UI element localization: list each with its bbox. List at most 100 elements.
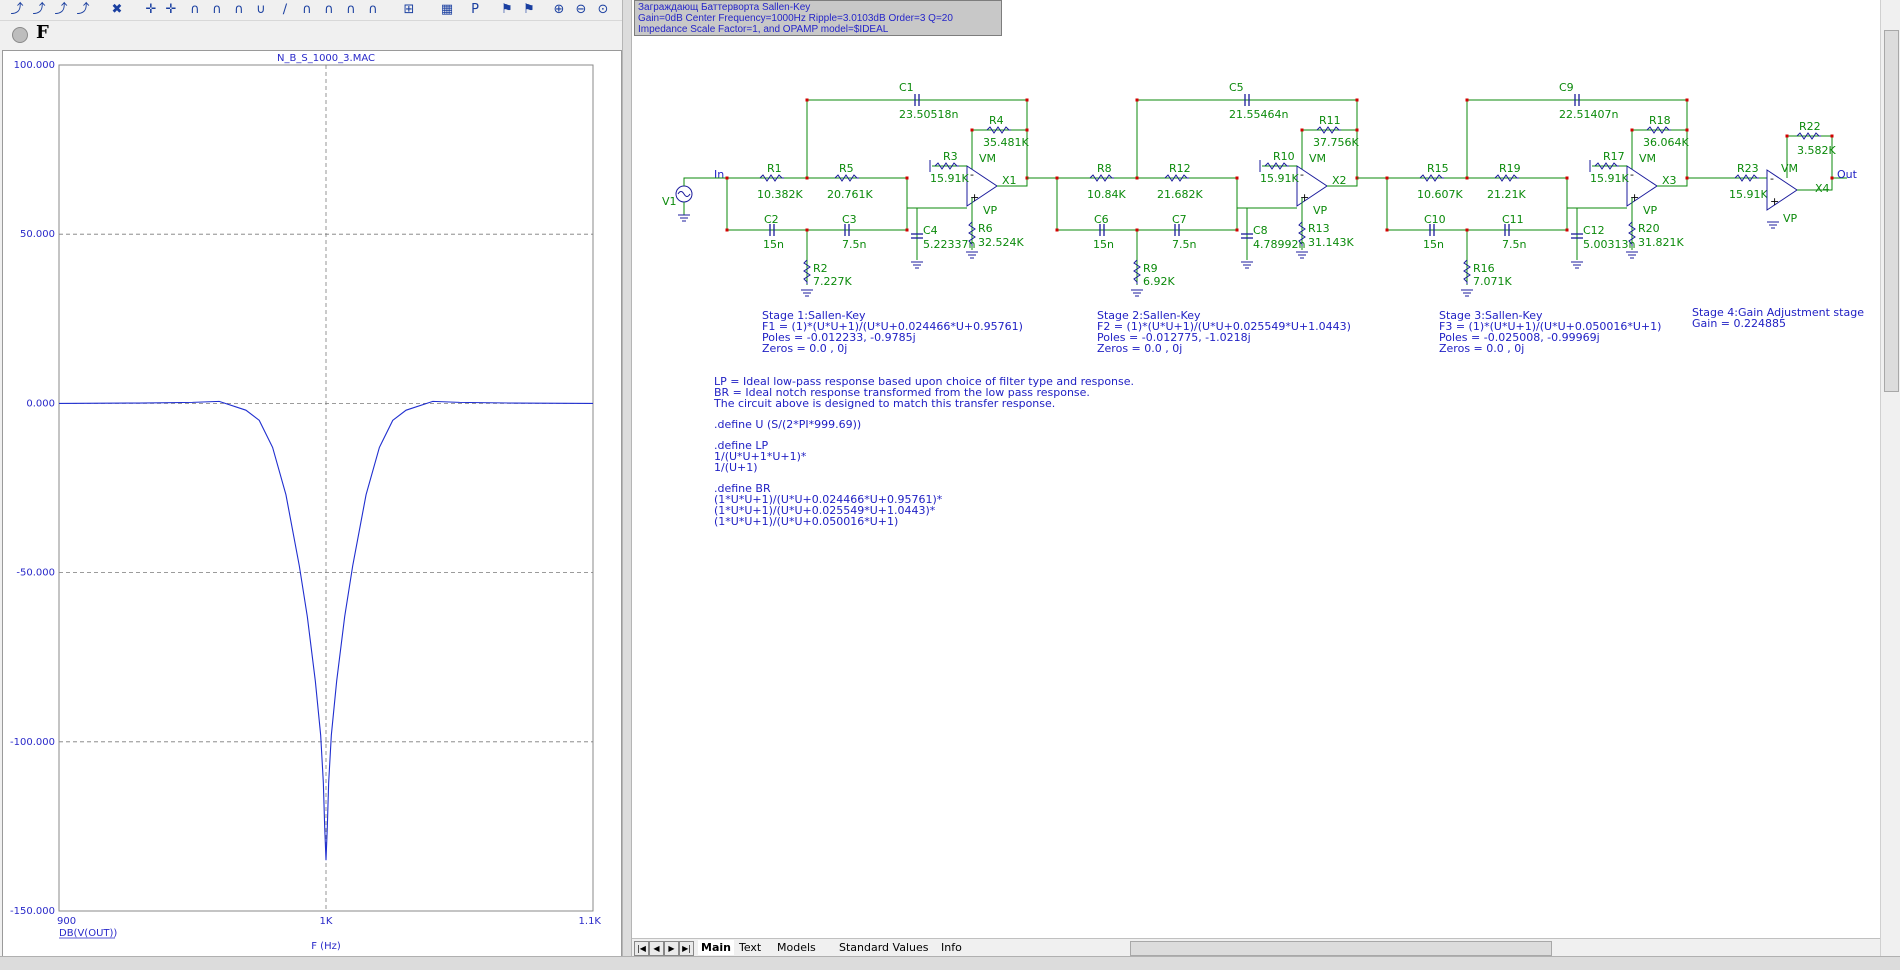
wire — [806, 99, 1028, 178]
first-tab-button[interactable]: |◀ — [634, 941, 649, 956]
peak-icon[interactable]: ∩ — [368, 2, 378, 17]
component-name: C6 — [1094, 213, 1109, 226]
note-br2: (1*U*U+1)/(U*U+0.025549*U+1.0443)* — [714, 504, 936, 517]
peak-icon[interactable]: ∩ — [346, 2, 356, 17]
last-tab-button[interactable]: ▶| — [679, 941, 694, 956]
note-br3: (1*U*U+1)/(U*U+0.050016*U+1) — [714, 515, 898, 528]
vertical-scrollbar[interactable] — [1880, 0, 1900, 956]
peak-icon[interactable]: ∩ — [190, 2, 200, 17]
pane-splitter[interactable] — [622, 0, 632, 969]
p-icon[interactable]: P — [471, 2, 479, 17]
component-name: R20 — [1638, 222, 1660, 235]
component-name: R11 — [1319, 114, 1341, 127]
note-lp2: 1/(U+1) — [714, 461, 758, 474]
vp-label: VP — [983, 204, 998, 217]
stage-transfer-function: F2 = (1)*(U*U+1)/(U*U+0.025549*U+1.0443) — [1097, 320, 1351, 333]
component-name: C5 — [1229, 81, 1244, 94]
x3-opamp-minus-sign: - — [1630, 168, 1634, 181]
R20-res — [1628, 221, 1636, 246]
note-define-u: .define U (S/(2*PI*999.69)) — [714, 418, 861, 431]
stage-poles: Poles = -0.012233, -0.9785j — [762, 331, 916, 344]
x2-opamp-plus-sign: + — [1300, 191, 1309, 204]
slope-icon[interactable]: ∕ — [282, 2, 288, 17]
in-label: In — [714, 168, 724, 181]
out-label: Out — [1837, 168, 1858, 181]
x3-opamp — [1626, 165, 1658, 207]
node-dot — [970, 128, 974, 132]
component-name: R9 — [1143, 262, 1158, 275]
R1-res — [759, 174, 784, 182]
peak-icon[interactable]: ∩ — [324, 2, 334, 17]
stage-title: Stage 1:Sallen-Key — [762, 309, 866, 322]
component-name: C8 — [1253, 224, 1268, 237]
node-dot — [1135, 176, 1139, 180]
marker-icon[interactable]: ✛ — [165, 2, 177, 17]
x-tick-label: 1K — [320, 916, 333, 927]
prev-tab-button[interactable]: ◀ — [649, 941, 664, 956]
cursor-icon[interactable]: ⤴ — [10, 2, 24, 17]
node-dot — [1300, 128, 1304, 132]
peak-icon[interactable]: ∩ — [212, 2, 222, 17]
tab-main[interactable]: Main — [698, 940, 734, 955]
node-dot — [1565, 228, 1569, 232]
cursor-icon[interactable]: ⤴ — [54, 2, 68, 17]
component-value: 5.00313n — [1583, 238, 1635, 251]
node-dot — [1355, 98, 1359, 102]
label-icon[interactable]: ⊞ — [403, 2, 415, 17]
zoom-in-icon[interactable]: ⊕ — [553, 2, 565, 17]
format-button[interactable]: F — [36, 22, 49, 43]
zoom-fit-icon[interactable]: ⊙ — [597, 2, 609, 17]
node-dot — [905, 176, 909, 180]
note-lp: LP = Ideal low-pass response based upon … — [714, 375, 1134, 388]
component-name: R5 — [839, 162, 854, 175]
tag-icon[interactable]: ⚑ — [523, 2, 535, 17]
R3-res — [934, 162, 959, 170]
node-dot — [725, 228, 729, 232]
component-value: 32.524K — [978, 236, 1024, 249]
cursor-icon[interactable]: ⤴ — [76, 2, 90, 17]
component-value: 21.21K — [1487, 188, 1526, 201]
node-dot — [1465, 228, 1469, 232]
peak-icon[interactable]: ∩ — [234, 2, 244, 17]
settings-icon[interactable] — [12, 27, 28, 43]
cursor-icon[interactable]: ⤴ — [32, 2, 46, 17]
delete-icon[interactable]: ✖ — [111, 2, 123, 17]
valley-icon[interactable]: ∪ — [256, 2, 266, 17]
node-dot — [1135, 98, 1139, 102]
component-name: R22 — [1799, 120, 1821, 133]
x3-opamp-plus-sign: + — [1630, 191, 1639, 204]
stage-poles: Poles = -0.025008, -0.99969j — [1439, 331, 1600, 344]
tab-models[interactable]: Models — [777, 941, 816, 954]
zoom-out-icon[interactable]: ⊖ — [575, 2, 587, 17]
component-name: C3 — [842, 213, 857, 226]
component-name: R12 — [1169, 162, 1191, 175]
horizontal-scroll-thumb[interactable] — [1130, 941, 1552, 956]
component-value: 15n — [1423, 238, 1444, 251]
node-dot — [1565, 176, 1569, 180]
scroll-thumb[interactable] — [1884, 30, 1899, 392]
stage-transfer-function: F1 = (1)*(U*U+1)/(U*U+0.024466*U+0.95761… — [762, 320, 1023, 333]
next-tab-button[interactable]: ▶ — [664, 941, 679, 956]
info-title: Заграждающ Баттерворта Sallen-Key — [638, 2, 811, 13]
stage-zeros: Zeros = 0.0 , 0j — [1439, 342, 1524, 355]
node-dot — [1355, 128, 1359, 132]
component-value: 36.064K — [1643, 136, 1689, 149]
node-dot — [1465, 98, 1469, 102]
tab-standard-values[interactable]: Standard Values — [839, 941, 929, 954]
marker-icon[interactable]: ✛ — [145, 2, 157, 17]
component-name: C2 — [764, 213, 779, 226]
component-value: 21.55464n — [1229, 108, 1288, 121]
tag-icon[interactable]: ⚑ — [501, 2, 513, 17]
tab-info[interactable]: Info — [941, 941, 962, 954]
R16-res — [1463, 259, 1471, 284]
component-name: C1 — [899, 81, 914, 94]
component-value: 35.481K — [983, 136, 1029, 149]
node-dot — [805, 176, 809, 180]
node-dot — [1465, 176, 1469, 180]
peak-icon[interactable]: ∩ — [302, 2, 312, 17]
tab-text[interactable]: Text — [739, 941, 762, 954]
R19-res — [1494, 174, 1519, 182]
component-name: R6 — [978, 222, 993, 235]
grid-icon[interactable]: ▦ — [440, 2, 454, 17]
node-dot — [1685, 128, 1689, 132]
